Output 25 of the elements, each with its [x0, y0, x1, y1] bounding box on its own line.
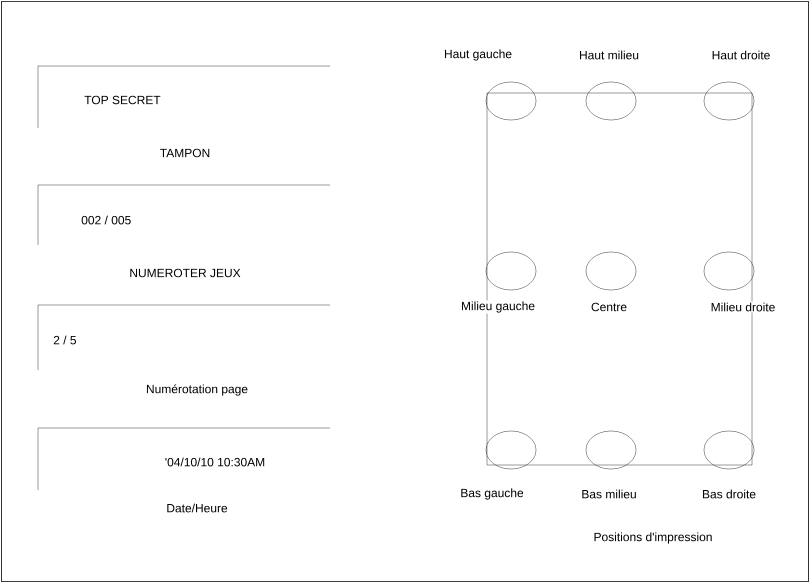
sample-caption: NUMEROTER JEUX: [130, 268, 240, 278]
position-label: Bas milieu: [580, 488, 638, 500]
sample-caption: Date/Heure: [167, 504, 228, 512]
position-label: Haut droite: [710, 50, 772, 60]
stamp-sample: '04/10/10 10:30AM: [38, 428, 330, 490]
position-label: Haut milieu: [578, 50, 640, 60]
position-ellipse: [586, 82, 636, 120]
position-label: Haut gauche: [442, 48, 514, 62]
position-ellipse: [486, 430, 536, 470]
position-label: Milieu droite: [710, 302, 776, 312]
caption: Positions d'impression: [594, 532, 712, 544]
stamp-sample: 2 / 5: [38, 304, 330, 370]
sample-caption: TAMPON: [160, 148, 210, 158]
position-label: Centre: [590, 302, 628, 312]
position-ellipse: [486, 82, 536, 120]
position-label: Milieu gauche: [460, 300, 536, 314]
position-ellipse: [704, 430, 754, 470]
position-label: Bas gauche: [459, 487, 525, 501]
position-ellipse: [704, 82, 754, 120]
position-ellipse: [586, 252, 636, 290]
stamp-sample: 002 / 005: [38, 184, 330, 246]
sample-caption: Numérotation page: [146, 384, 248, 396]
position-label: Bas droite: [701, 488, 758, 500]
stamp-sample: TOP SECRET: [38, 66, 330, 128]
position-ellipse: [586, 430, 636, 470]
